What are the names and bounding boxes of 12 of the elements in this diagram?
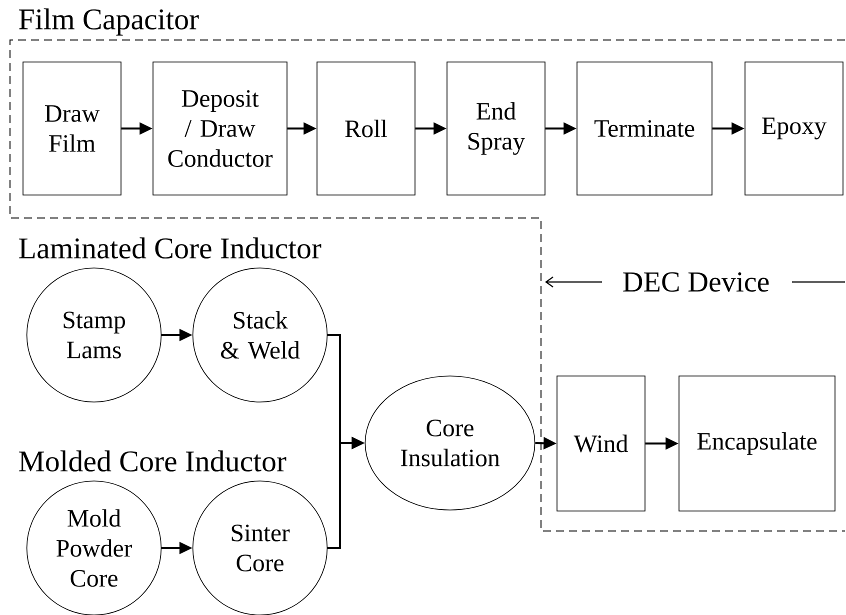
heading: DEC Device: [623, 272, 769, 292]
heading: Laminated Core Inductor: [19, 237, 322, 259]
process-box: Deposit / Draw Conductor: [152, 62, 288, 196]
process-box: Encapsulate: [678, 376, 836, 512]
heading: Film Capacitor: [19, 8, 199, 36]
process-box: Roll: [316, 62, 416, 196]
heading: Molded Core Inductor: [19, 450, 286, 472]
process-box: End Spray: [446, 62, 546, 196]
process-box: Wind: [556, 376, 646, 512]
process-box: Terminate: [576, 62, 712, 196]
process-box: Epoxy: [744, 62, 844, 196]
process-box: Draw Film: [22, 62, 122, 196]
